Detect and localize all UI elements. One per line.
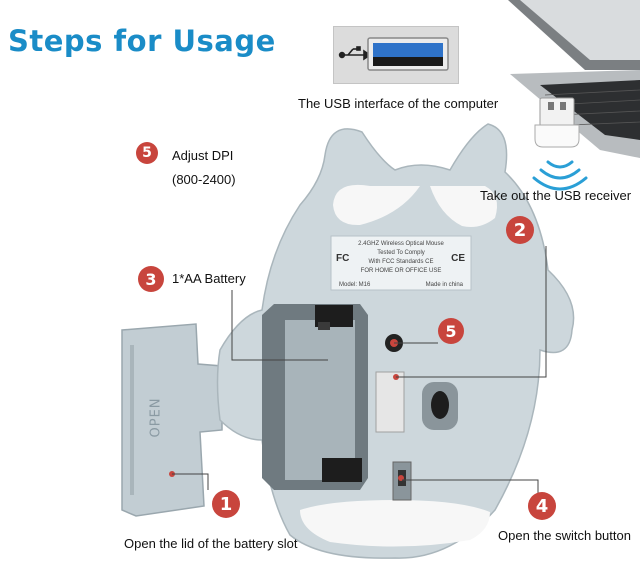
sticker-model: Model: M16 [339, 282, 371, 288]
step-badge-5-mouse: 5 [438, 318, 464, 344]
laptop-icon [508, 0, 640, 158]
label-open-lid: Open the lid of the battery slot [124, 536, 298, 551]
usb-receiver-icon [534, 97, 580, 148]
wireless-signal-icon [532, 160, 588, 191]
battery-lid [121, 323, 223, 517]
step-badge-1: 1 [212, 490, 240, 518]
fcc-mark: FC [336, 253, 350, 264]
label-adjust-dpi: Adjust DPI [172, 148, 234, 163]
usb-port-icon [367, 37, 449, 71]
step-badge-3: 3 [138, 266, 164, 292]
sticker-line-2: Tested To Comply [377, 250, 425, 256]
sticker-line-3: With FCC Standards CE [368, 259, 434, 265]
lid-open-text: OPEN [148, 397, 164, 438]
label-dpi-range: (800-2400) [172, 172, 236, 187]
page-title: Steps for Usage [8, 24, 276, 58]
sticker-made-in: Made in china [425, 282, 463, 288]
step-badge-5: 5 [136, 142, 158, 164]
label-open-switch: Open the switch button [498, 528, 631, 543]
label-battery: 1*AA Battery [172, 271, 246, 286]
step-badge-2: 2 [506, 216, 534, 244]
step-badge-4: 4 [528, 492, 556, 520]
sticker-line-4: FOR HOME OR OFFICE USE [360, 268, 442, 274]
sticker-line-1: 2.4GHZ Wireless Optical Mouse [358, 241, 444, 247]
ce-mark: CE [451, 253, 465, 264]
label-take-out-receiver: Take out the USB receiver [480, 188, 632, 203]
usb-symbol-icon [338, 46, 372, 61]
mouse-label-sticker: 2.4GHZ Wireless Optical Mouse Tested To … [331, 240, 471, 292]
label-usb-interface: The USB interface of the computer [298, 96, 499, 111]
